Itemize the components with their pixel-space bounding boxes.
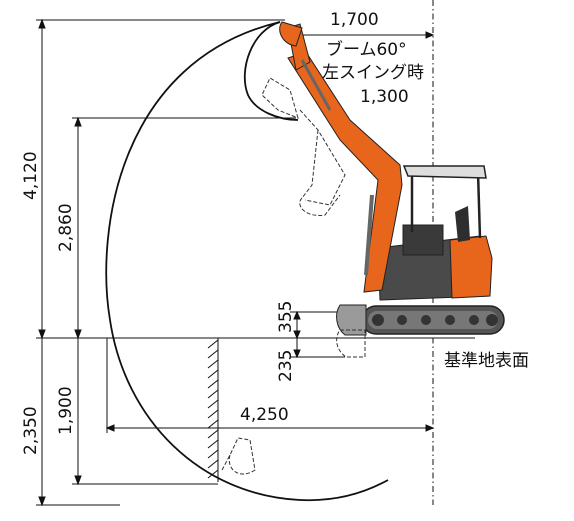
dozer-blade [336, 304, 367, 336]
dim-max-dump-height: 2,860 [56, 203, 76, 252]
counterweight [449, 235, 493, 299]
dim-min-swing-radius: 4,250 [240, 405, 289, 425]
excavator [279, 21, 505, 358]
dim-swing-offset: 1,300 [360, 87, 409, 107]
dimension-lines [38, 18, 435, 507]
boom [287, 51, 403, 293]
dim-blade-drop: 235 [276, 350, 296, 382]
dim-top-reach: 1,700 [330, 10, 379, 30]
wall-hatching [207, 339, 219, 479]
bucket [279, 21, 303, 47]
dim-max-dig-height: 4,120 [21, 151, 41, 200]
dim-blade-lift: 355 [276, 301, 296, 333]
top-bucket-curl [243, 21, 299, 121]
boom-label-line1: ブーム60° [326, 39, 407, 60]
canopy [402, 165, 487, 239]
ghost-arm-positions [221, 77, 346, 475]
boom-label-line2: 左スイング時 [322, 63, 424, 83]
ground-label: 基準地表面 [444, 351, 529, 371]
dim-max-dig-depth: 2,350 [21, 406, 41, 455]
extension-lines [36, 19, 345, 506]
working-range-arc [105, 21, 389, 502]
dim-vertical-wall-depth: 1,900 [56, 386, 76, 435]
